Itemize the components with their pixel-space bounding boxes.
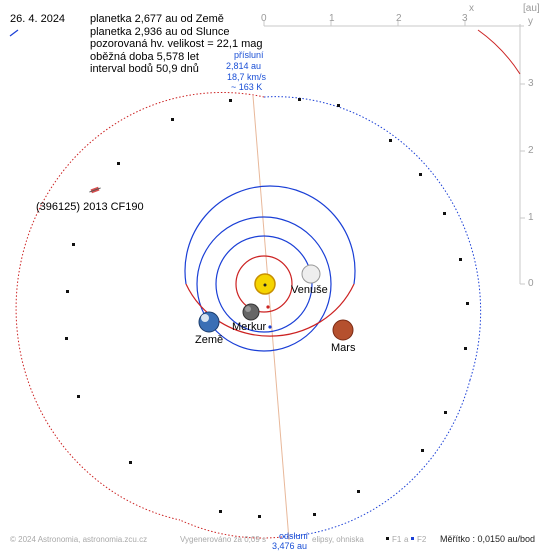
earth-orbit — [196, 216, 332, 352]
unit-label: [au] — [523, 3, 540, 14]
date-label: 26. 4. 2024 — [10, 13, 66, 25]
generated-time: Vygenerováno za 0,09 s — [180, 535, 266, 544]
f1-label: F1 — [392, 535, 402, 544]
focus-f1 — [266, 305, 270, 309]
mercury-orbit — [235, 255, 293, 313]
x-ruler — [263, 21, 524, 27]
apsidal-line — [252, 95, 290, 541]
mars-label: Mars — [331, 342, 356, 354]
aphelion-distance: 3,476 au — [272, 541, 308, 551]
foci-note: elipsy, ohniska — [312, 535, 364, 544]
scale-label: Měřítko : 0,0150 au/bod — [440, 534, 536, 544]
y-tick-1: 1 — [528, 212, 534, 223]
magnitude: pozorovaná hv. velikost = 22,1 mag — [90, 38, 263, 50]
y-tick-2: 2 — [528, 145, 534, 156]
earth-orbit-indicator — [9, 29, 19, 37]
f2-marker — [411, 537, 414, 540]
x-axis-label: x — [469, 3, 474, 14]
f2-label: F2 — [417, 535, 427, 544]
orbital-period: oběžná doba 5,578 let — [90, 50, 199, 63]
copyright: © 2024 Astronomia, astronomia.zcu.cz — [10, 535, 148, 544]
asteroid-position — [89, 186, 101, 194]
mars-planet — [332, 319, 354, 341]
sun — [254, 273, 276, 295]
distance-earth: planetka 2,677 au od Země — [90, 13, 224, 25]
x-tick-2: 2 — [396, 13, 402, 24]
y-ruler — [519, 24, 525, 285]
mercury-label: Merkur — [232, 321, 267, 333]
mars-orbit — [184, 185, 356, 285]
earth-label: Země — [195, 334, 224, 346]
perihelion-temperature: ~ 163 K — [231, 82, 263, 92]
asteroid-orbit — [15, 29, 521, 539]
orbit-markers — [65, 98, 469, 518]
f1-marker — [386, 537, 389, 540]
y-tick-3: 3 — [528, 78, 534, 89]
asteroid-name: (396125) 2013 CF190 — [36, 201, 144, 213]
mars-orbit-south — [185, 283, 355, 337]
earth-planet — [198, 311, 220, 333]
y-tick-0: 0 — [528, 278, 534, 289]
point-interval: interval bodů 50,9 dnů — [90, 63, 199, 75]
x-tick-3: 3 — [462, 13, 468, 24]
perihelion-speed: 18,7 km/s — [227, 72, 267, 82]
perihelion-label: přísluní — [234, 50, 264, 60]
focus-f2 — [268, 325, 272, 329]
aphelion-label: odsluní — [279, 531, 309, 541]
perihelion-distance: 2,814 au — [226, 61, 262, 71]
y-axis-label: y — [528, 16, 533, 27]
venus-label: Venuše — [291, 284, 328, 296]
x-tick-1: 1 — [329, 13, 335, 24]
venus-orbit — [215, 235, 313, 333]
x-tick-0: 0 — [261, 13, 267, 24]
a-label: a — [404, 535, 409, 544]
mercury-planet — [242, 303, 260, 321]
venus-planet — [301, 264, 321, 284]
distance-sun: planetka 2,936 au od Slunce — [90, 25, 230, 38]
